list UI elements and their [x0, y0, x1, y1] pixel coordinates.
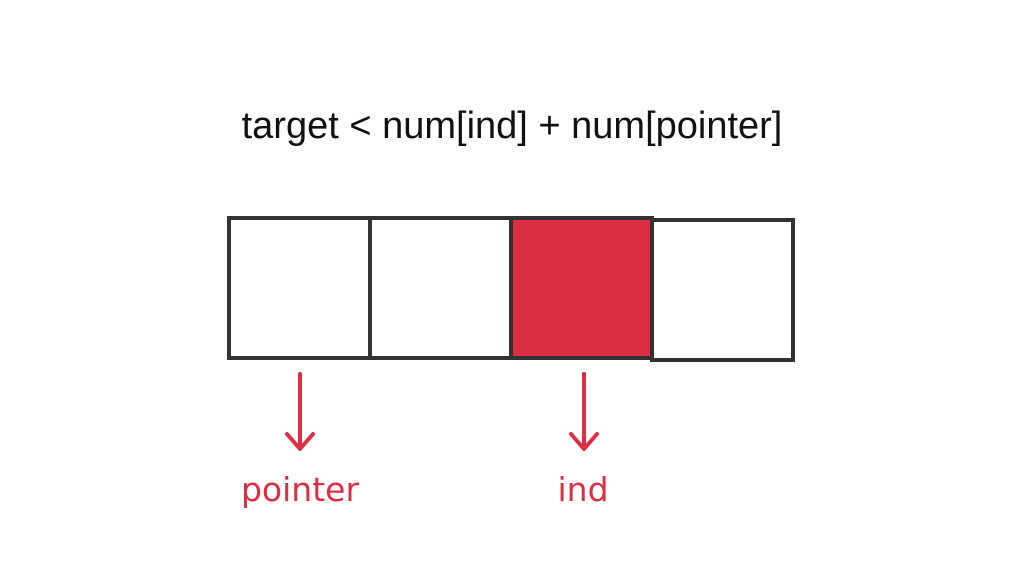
arrow-head — [569, 432, 599, 451]
array-cell-1 — [368, 216, 513, 360]
pointer-arrow — [285, 372, 315, 451]
array-cells — [227, 216, 795, 362]
arrow-head — [285, 432, 315, 451]
array-cell-3 — [650, 218, 795, 362]
ind-label: ind — [557, 470, 609, 509]
expression-title: target < num[ind] + num[pointer] — [241, 105, 783, 147]
array-cell-0 — [227, 216, 372, 360]
pointer-arrows — [285, 372, 599, 451]
ind-arrow — [569, 372, 599, 451]
array-cell-2 — [509, 216, 654, 360]
pointer-label: pointer — [240, 470, 360, 509]
